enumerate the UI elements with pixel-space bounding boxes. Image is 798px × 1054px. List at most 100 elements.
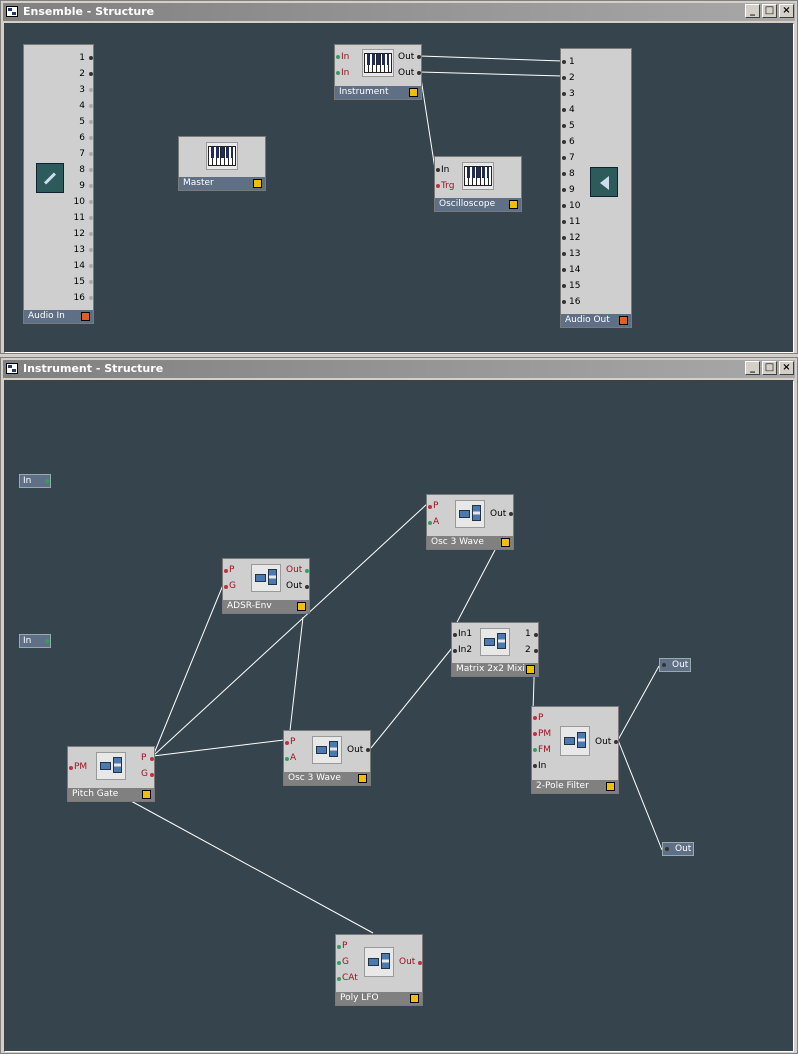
port-number[interactable]: 15 <box>569 281 581 291</box>
port-number[interactable]: 15 <box>73 277 85 287</box>
instrument-in-port-1[interactable]: In <box>19 474 51 488</box>
audio-out-indicator[interactable] <box>619 316 628 325</box>
adsr-p[interactable]: P <box>229 565 235 575</box>
osc-mid-indicator[interactable] <box>358 774 367 783</box>
port-number[interactable]: 4 <box>79 101 85 111</box>
osc-mid-out[interactable]: Out <box>347 745 364 755</box>
filter-fm[interactable]: FM <box>538 745 551 755</box>
instrument-out-2[interactable]: Out <box>398 68 415 78</box>
port-number[interactable]: 13 <box>73 245 85 255</box>
adsr-out-1[interactable]: Out <box>286 565 303 575</box>
port-number[interactable]: 10 <box>73 197 85 207</box>
adsr-indicator[interactable] <box>297 602 306 611</box>
instrument-titlebar[interactable]: Instrument - Structure _ □ × <box>3 360 795 378</box>
instrument-indicator[interactable] <box>409 88 418 97</box>
port-number[interactable]: 16 <box>73 293 85 303</box>
filter-p[interactable]: P <box>538 713 544 723</box>
module-adsr-env[interactable]: P G Out Out ADSR-Env <box>222 558 310 614</box>
module-2-pole-filter[interactable]: P PM FM In Out 2-Pole Filter <box>531 706 619 794</box>
port-number[interactable]: 6 <box>79 133 85 143</box>
port-number[interactable]: 3 <box>569 89 575 99</box>
module-pitch-gate[interactable]: PM P G Pitch Gate <box>67 746 155 802</box>
adsr-g[interactable]: G <box>229 581 236 591</box>
instrument-in-1[interactable]: In <box>341 52 350 62</box>
osc-mid-p[interactable]: P <box>290 737 296 747</box>
ensemble-titlebar[interactable]: Ensemble - Structure _ □ × <box>3 3 795 21</box>
matrix-indicator[interactable] <box>526 665 535 674</box>
pitchgate-indicator[interactable] <box>142 790 151 799</box>
port-number[interactable]: 7 <box>569 153 575 163</box>
port-number[interactable]: 4 <box>569 105 575 115</box>
osc-mid-a[interactable]: A <box>290 753 297 763</box>
minimize-button[interactable]: _ <box>745 4 760 18</box>
port-number[interactable]: 5 <box>569 121 575 131</box>
instrument-canvas[interactable]: In In Out Out P A Out Osc 3 Wave P G <box>4 380 794 1052</box>
port-number[interactable]: 14 <box>569 265 581 275</box>
maximize-button[interactable]: □ <box>762 4 777 18</box>
port-number[interactable]: 1 <box>79 53 85 63</box>
port-number[interactable]: 6 <box>569 137 575 147</box>
instrument-out-port-1[interactable]: Out <box>659 658 691 672</box>
oscilloscope-trg[interactable]: Trg <box>441 181 455 191</box>
lfo-cat[interactable]: CAt <box>342 973 358 983</box>
oscilloscope-in[interactable]: In <box>441 165 450 175</box>
port-number[interactable]: 11 <box>73 213 85 223</box>
port-number[interactable]: 11 <box>569 217 581 227</box>
module-master[interactable]: Master <box>178 136 266 191</box>
port-number[interactable]: 7 <box>79 149 85 159</box>
module-matrix-2x2[interactable]: In1 In2 1 2 Matrix 2x2 Mixi <box>451 622 539 677</box>
maximize-button[interactable]: □ <box>762 361 777 375</box>
pitchgate-pm[interactable]: PM <box>74 762 88 772</box>
port-number[interactable]: 2 <box>569 73 575 83</box>
audio-in-indicator[interactable] <box>81 312 90 321</box>
close-button[interactable]: × <box>779 4 794 18</box>
port-number[interactable]: 3 <box>79 85 85 95</box>
port-number[interactable]: 5 <box>79 117 85 127</box>
osc-top-p[interactable]: P <box>433 501 439 511</box>
minimize-button[interactable]: _ <box>745 361 760 375</box>
instrument-in-2[interactable]: In <box>341 68 350 78</box>
port-number[interactable]: 9 <box>569 185 575 195</box>
port-number[interactable]: 10 <box>569 201 581 211</box>
port-number[interactable]: 16 <box>569 297 581 307</box>
close-button[interactable]: × <box>779 361 794 375</box>
module-osc-3-wave-mid[interactable]: P A Out Osc 3 Wave <box>283 730 371 786</box>
filter-pm[interactable]: PM <box>538 729 552 739</box>
filter-out[interactable]: Out <box>595 737 612 747</box>
filter-indicator[interactable] <box>606 782 615 791</box>
module-osc-3-wave-top[interactable]: P A Out Osc 3 Wave <box>426 494 514 550</box>
matrix-in2[interactable]: In2 <box>458 645 473 655</box>
pitchgate-g[interactable]: G <box>141 769 148 779</box>
instrument-out-port-2[interactable]: Out <box>662 842 694 856</box>
port-number[interactable]: 1 <box>569 57 575 67</box>
osc-top-out[interactable]: Out <box>490 509 507 519</box>
module-oscilloscope[interactable]: In Trg Oscilloscope <box>434 156 522 212</box>
matrix-out-1[interactable]: 1 <box>525 629 531 639</box>
port-number[interactable]: 12 <box>569 233 581 243</box>
lfo-p[interactable]: P <box>342 941 348 951</box>
port-number[interactable]: 14 <box>73 261 85 271</box>
port-number[interactable]: 2 <box>79 69 85 79</box>
port-number[interactable]: 8 <box>79 165 85 175</box>
osc-top-indicator[interactable] <box>501 538 510 547</box>
module-instrument[interactable]: In In Out Out Instrument <box>334 44 422 100</box>
master-indicator[interactable] <box>253 179 262 188</box>
filter-in[interactable]: In <box>538 761 547 771</box>
lfo-g[interactable]: G <box>342 957 349 967</box>
port-number[interactable]: 9 <box>79 181 85 191</box>
port-number[interactable]: 13 <box>569 249 581 259</box>
matrix-out-2[interactable]: 2 <box>525 645 531 655</box>
adsr-out-2[interactable]: Out <box>286 581 303 591</box>
lfo-out[interactable]: Out <box>399 957 416 967</box>
pitchgate-p[interactable]: P <box>141 753 147 763</box>
lfo-indicator[interactable] <box>410 994 419 1003</box>
osc-top-a[interactable]: A <box>433 517 440 527</box>
port-number[interactable]: 12 <box>73 229 85 239</box>
module-poly-lfo[interactable]: P G CAt Out Poly LFO <box>335 934 423 1006</box>
oscilloscope-indicator[interactable] <box>509 200 518 209</box>
port-number[interactable]: 8 <box>569 169 575 179</box>
matrix-in1[interactable]: In1 <box>458 629 473 639</box>
